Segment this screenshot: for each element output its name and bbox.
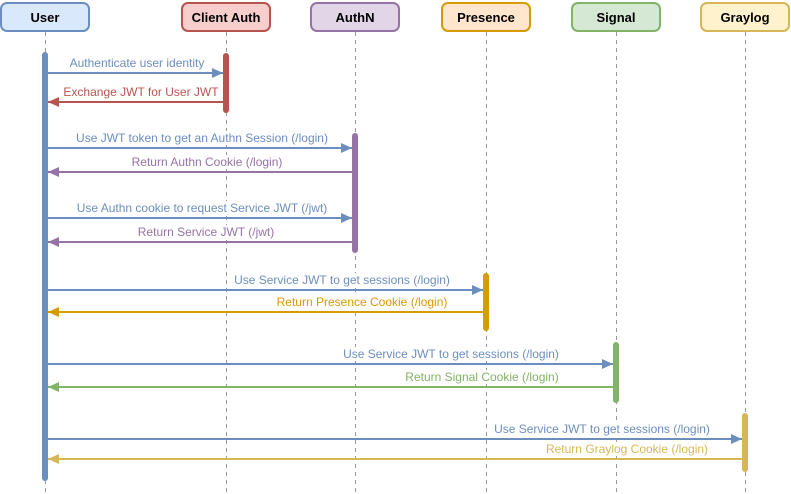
message-line-request xyxy=(48,217,352,220)
activation-presence xyxy=(483,273,489,331)
actor-user: User xyxy=(0,2,90,32)
message-label: Return Service JWT (/jwt) xyxy=(135,225,277,239)
message-line-request xyxy=(48,289,483,292)
message-line-reply xyxy=(48,241,352,244)
actor-label: Graylog xyxy=(720,9,770,25)
arrowhead-right-icon xyxy=(341,213,352,223)
actor-label: User xyxy=(30,9,60,25)
message-label: Return Signal Cookie (/login) xyxy=(403,370,561,384)
arrowhead-right-icon xyxy=(341,143,352,153)
lifeline-client-auth xyxy=(225,32,227,494)
message-line-request xyxy=(48,438,742,441)
lifeline-authn xyxy=(354,32,356,494)
arrowhead-left-icon xyxy=(48,307,59,317)
arrowhead-left-icon xyxy=(48,97,59,107)
message-label: Return Graylog Cookie (/login) xyxy=(543,442,711,456)
activation-authn xyxy=(352,133,358,253)
message-line-request xyxy=(48,363,613,366)
message-label: Return Authn Cookie (/login) xyxy=(129,155,285,169)
message-label: Return Presence Cookie (/login) xyxy=(274,295,450,309)
actor-label: AuthN xyxy=(335,9,375,25)
message-line-reply xyxy=(48,101,223,104)
message-label: Exchange JWT for User JWT xyxy=(61,85,221,99)
actor-client-auth: Client Auth xyxy=(181,2,271,32)
message-line-reply xyxy=(48,458,742,461)
message-line-request xyxy=(48,147,352,150)
message-label: Use Service JWT to get sessions (/login) xyxy=(341,347,561,361)
actor-signal: Signal xyxy=(571,2,661,32)
activation-client-auth xyxy=(223,53,229,113)
arrowhead-right-icon xyxy=(212,68,223,78)
actor-label: Client Auth xyxy=(191,9,261,25)
lifeline-signal xyxy=(615,32,617,494)
actor-authn: AuthN xyxy=(310,2,400,32)
arrowhead-left-icon xyxy=(48,237,59,247)
activation-user xyxy=(42,52,48,481)
arrowhead-left-icon xyxy=(48,454,59,464)
message-label: Use Service JWT to get sessions (/login) xyxy=(492,422,712,436)
actor-label: Presence xyxy=(457,9,515,25)
arrowhead-left-icon xyxy=(48,382,59,392)
message-label: Authenticate user identity xyxy=(67,56,207,70)
activation-graylog xyxy=(742,413,748,472)
message-label: Use JWT token to get an Authn Session (/… xyxy=(74,131,330,145)
actor-graylog: Graylog xyxy=(700,2,790,32)
actor-presence: Presence xyxy=(441,2,531,32)
message-line-reply xyxy=(48,386,613,389)
arrowhead-right-icon xyxy=(731,434,742,444)
message-line-request xyxy=(48,72,223,75)
message-label: Use Authn cookie to request Service JWT … xyxy=(74,201,330,215)
message-line-reply xyxy=(48,311,483,314)
actor-label: Signal xyxy=(596,9,636,25)
lifeline-graylog xyxy=(744,32,746,494)
lifeline-presence xyxy=(485,32,487,494)
arrowhead-left-icon xyxy=(48,167,59,177)
arrowhead-right-icon xyxy=(602,359,613,369)
arrowhead-right-icon xyxy=(472,285,483,295)
message-line-reply xyxy=(48,171,352,174)
activation-signal xyxy=(613,342,619,403)
message-label: Use Service JWT to get sessions (/login) xyxy=(232,273,452,287)
